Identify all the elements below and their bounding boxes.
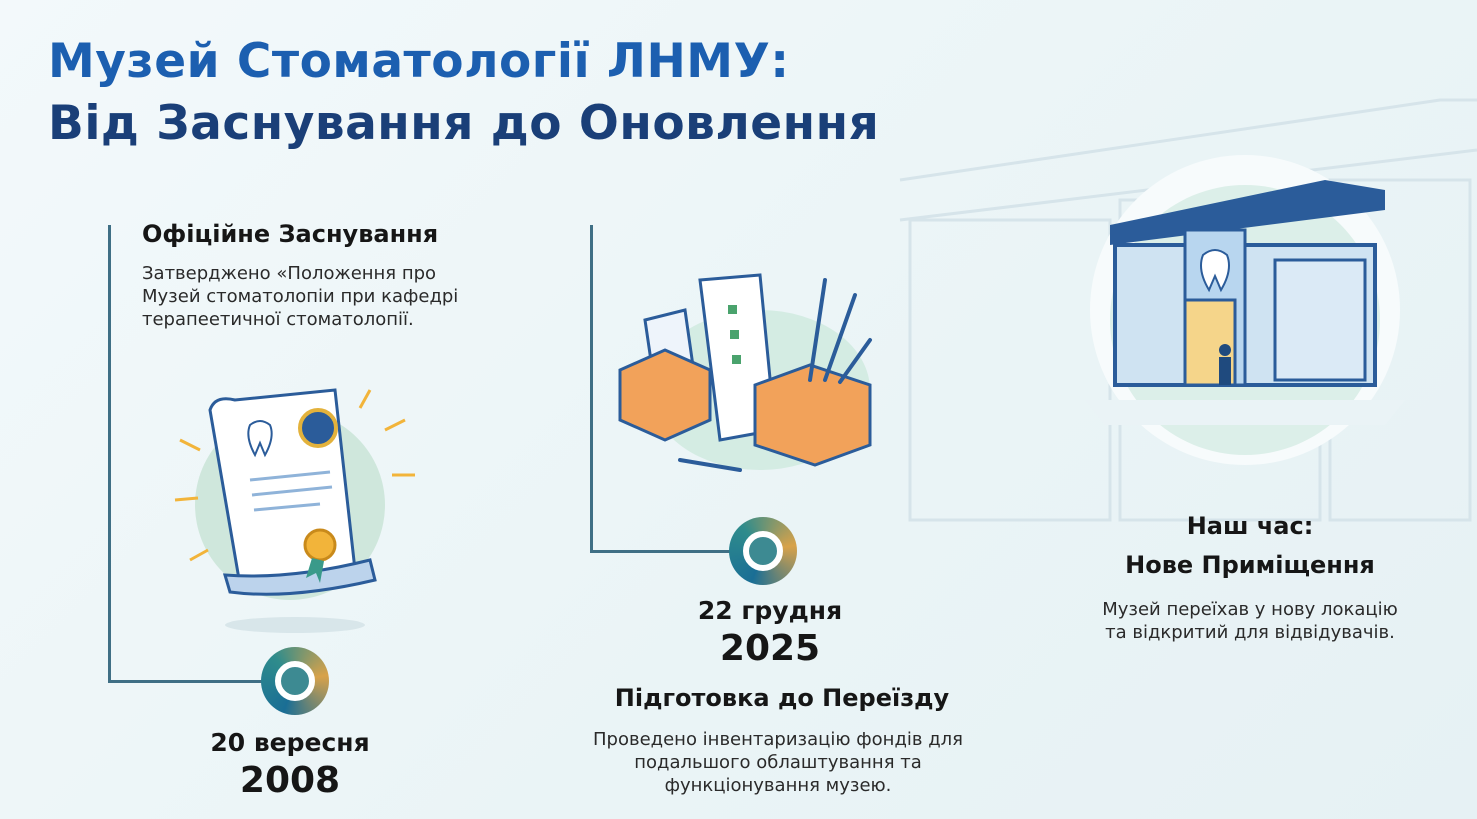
event-heading: Підготовка до Переїзду bbox=[614, 684, 950, 712]
timeline-connector bbox=[590, 225, 593, 553]
event-year: 2025 bbox=[719, 628, 821, 669]
event-date: 22 грудня bbox=[697, 596, 843, 625]
event-description: Затверджено «Положення про Музей стомато… bbox=[142, 263, 459, 330]
page-title-line1: Музей Стоматології ЛНМУ: bbox=[48, 34, 790, 89]
event-description: Проведено інвентаризацію фондів для пода… bbox=[593, 729, 963, 796]
museum-building-icon bbox=[1085, 155, 1405, 465]
timeline-node bbox=[729, 517, 797, 585]
event-heading-line1: Наш час: bbox=[1186, 512, 1314, 540]
event-date: 20 вересня bbox=[210, 728, 370, 757]
event-year: 2008 bbox=[239, 760, 341, 801]
event-heading-line2: Нове Приміщення bbox=[1125, 551, 1375, 579]
timeline-node bbox=[261, 647, 329, 715]
event-heading: Офіційне Заснування bbox=[142, 220, 439, 248]
page-title-line2: Від Заснування до Оновлення bbox=[48, 96, 880, 151]
timeline-connector bbox=[590, 550, 740, 553]
moving-boxes-icon bbox=[618, 273, 872, 472]
timeline-connector bbox=[108, 680, 268, 683]
timeline-connector bbox=[108, 225, 111, 683]
event-description: Музей переїхав у нову локацію та відкрит… bbox=[1102, 599, 1398, 643]
certificate-icon bbox=[174, 388, 415, 633]
